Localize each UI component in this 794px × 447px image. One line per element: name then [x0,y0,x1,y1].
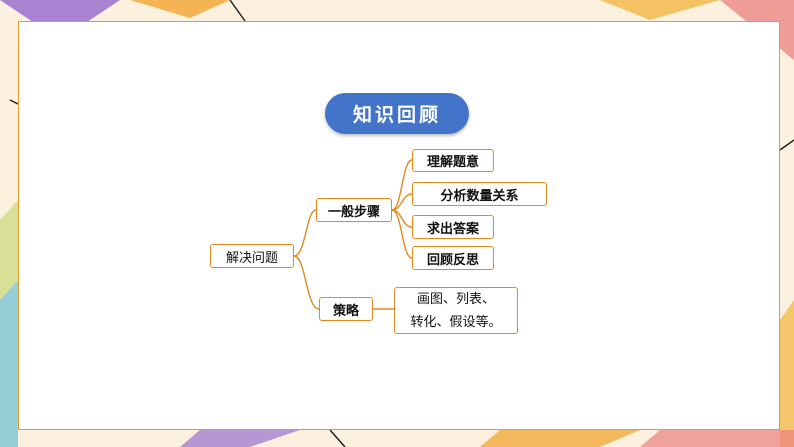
content-card [18,21,780,430]
steps-node: 一般步骤 [316,198,392,222]
section-title-pill: 知识回顾 [325,93,469,134]
strategy-node: 策略 [319,297,373,321]
step-node-1: 理解题意 [412,149,494,172]
section-title: 知识回顾 [352,104,441,126]
step-node-4: 回顾反思 [412,246,494,270]
root-node: 解决问题 [210,244,294,268]
step-node-3: 求出答案 [412,215,494,239]
strategy-line-1: 画图、列表、 [416,291,495,307]
step-node-2: 分析数量关系 [412,182,547,206]
strategy-detail-node: 画图、列表、 转化、假设等。 [394,287,518,334]
strategy-line-2: 转化、假设等。 [410,314,502,330]
